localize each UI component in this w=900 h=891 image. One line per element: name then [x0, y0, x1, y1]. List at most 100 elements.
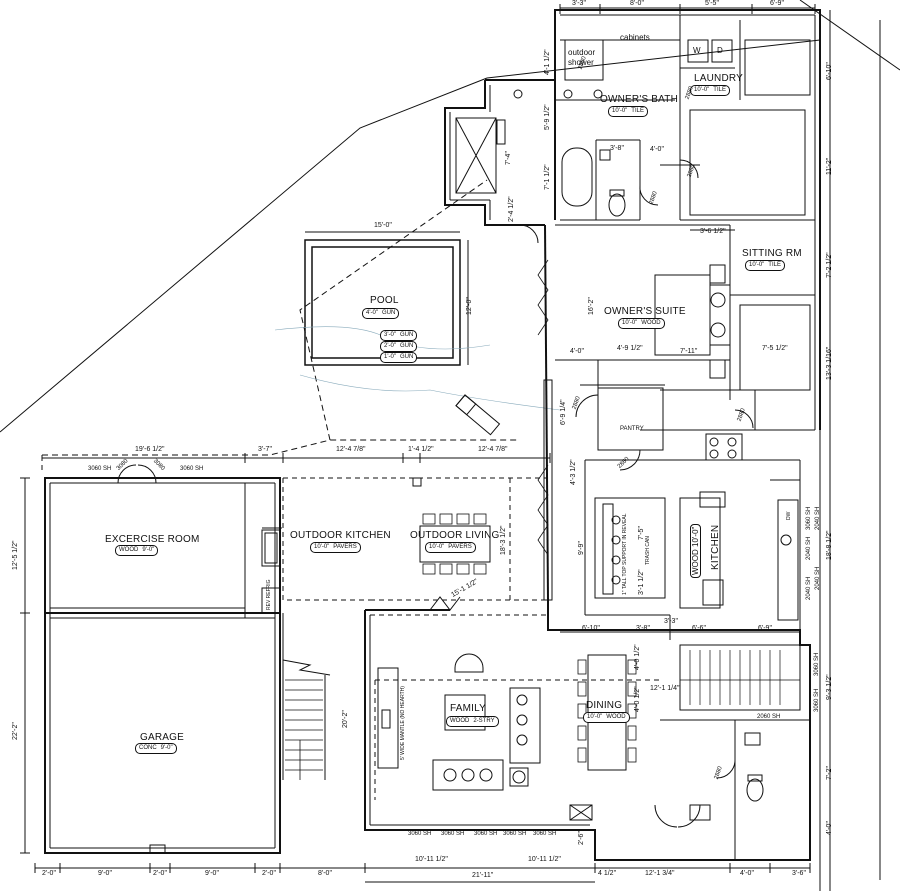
property-line [0, 39, 821, 433]
dim-kitchen-10: 6'-9" [758, 625, 772, 632]
exercise-room-label: EXCERCISE ROOM [105, 534, 200, 545]
dim-right-5: 18'-8 1/2" [826, 530, 833, 560]
dim-bottom-7: 10'-11 1/2" [415, 856, 448, 863]
washer-label: W [693, 46, 701, 55]
dim-mid-4: 1'-4 1/2" [408, 446, 434, 453]
dim-mid-1: 19'-6 1/2" [135, 446, 165, 453]
tag-finish: CONC [139, 745, 157, 751]
mantle-label: 5' WIDE MANTLE (NO HEARTH) [400, 686, 406, 760]
tag-finish: GUN [381, 310, 396, 316]
dining-tag: 10'-0" WOOD [583, 712, 630, 723]
depth-value: 2'-0" [384, 343, 396, 349]
dim-pool-width: 15'-0" [374, 222, 392, 229]
dim-suite-5: 7'-5 1/2" [762, 345, 788, 352]
dim-kitchen-5: 3'-1 1/2" [638, 569, 645, 595]
dw-label: DW [786, 511, 792, 520]
dim-bottom-2: 9'-0" [98, 870, 112, 877]
window-right-7: 3060 SH [814, 688, 820, 712]
window-right-3: 2040 SH [815, 506, 821, 530]
dim-left-1: 12'-5 1/2" [12, 540, 19, 570]
dim-suite-1: 16'-2" [588, 297, 595, 315]
pantry-label: PANTRY [620, 426, 644, 432]
dim-bottom-5: 2'-0" [262, 870, 276, 877]
dim-suite-2: 4'-0" [570, 348, 584, 355]
toilet [608, 193, 626, 217]
dim-right-1: 6'-10" [826, 62, 833, 80]
tag-finish: WOOD [119, 547, 139, 553]
dim-right-4: 13'-3 1/16" [826, 346, 833, 380]
tag-ceiling: 2-STRY [473, 718, 495, 724]
pantry [597, 387, 664, 451]
tag-ceiling: 9'-0" [160, 745, 173, 751]
dim-left-2: 22'-2" [12, 722, 19, 740]
window-family-1: 3060 SH [408, 831, 432, 837]
tag-ceiling: 10'-0" [749, 262, 765, 268]
tag-ceiling: 10'-0" [612, 108, 628, 114]
tag-ceiling: 10'-0" [694, 87, 710, 93]
depth-value: 3'-0" [384, 332, 396, 338]
depth-finish: GUN [399, 354, 414, 360]
tag-finish: TILE [631, 108, 644, 114]
window-right-6: 3060 SH [814, 652, 820, 676]
tall-top-label: 1" TALL TOP SUPPORT IN REVEAL [622, 513, 628, 595]
kitchen-label: KITCHEN [710, 524, 721, 570]
dim-kitchen-3: 9'-9" [578, 541, 585, 555]
outdoor-shower-label: outdoor shower [568, 48, 596, 67]
window-right-4: 2040 SH [815, 566, 821, 590]
dim-kitchen-6: 6'-10" [582, 625, 600, 632]
dim-family-5: 4'-0 1/2" [634, 686, 641, 712]
dim-right-7: 7'-2" [826, 766, 833, 780]
entry-closet [569, 804, 593, 821]
dryer-label: D [717, 46, 723, 55]
window-stair: 2060 SH [757, 714, 781, 720]
tag-finish: WOOD [641, 320, 661, 326]
garage-stair [285, 679, 323, 780]
tag-finish: WOOD [450, 718, 470, 724]
powder-toilet [746, 778, 764, 802]
dim-right-8: 4'-0" [826, 821, 833, 835]
window-right-2: 2040 SH [806, 536, 812, 560]
dim-bottom-9: 10'-11 1/2" [528, 856, 561, 863]
dim-family-1: 20'-2" [342, 710, 349, 728]
depth-value: 1'-0" [384, 354, 396, 360]
dim-bottom-1: 2'-0" [42, 870, 56, 877]
tag-ceiling: 10'-0" [314, 544, 330, 550]
tag-finish: WOOD [606, 714, 626, 720]
dim-top-1: 3'-3" [572, 0, 586, 7]
washer [687, 39, 709, 63]
dim-mid-3: 12'-4 7/8" [336, 446, 366, 453]
property-line-right [799, 0, 900, 71]
tag-finish: PAVERS [448, 544, 472, 550]
pool-label: POOL [370, 295, 399, 306]
laundry-label: LAUNDRY [694, 73, 744, 84]
main-stair [679, 644, 801, 711]
trash-can-label: TRASH CAN [645, 536, 651, 565]
dim-bottom-12: 4'-0" [740, 870, 754, 877]
dim-kitchen-7: 3'-8" [636, 625, 650, 632]
tag-finish: TILE [768, 262, 781, 268]
dim-mid-5: 12'-4 7/8" [478, 446, 508, 453]
pool-tag: 4'-0" GUN [362, 308, 400, 319]
dim-bath-7: 4'-0" [650, 146, 664, 153]
outdoor-table [419, 525, 491, 563]
depth-finish: GUN [399, 332, 414, 338]
pool-depth-2: 2'-0" GUN [380, 341, 418, 352]
dim-kitchen-1: 4'-3 1/2" [570, 459, 577, 485]
outdoor-grill [261, 529, 281, 567]
dim-bottom-13: 3'-6" [792, 870, 806, 877]
tag-depth: 4'-0" [366, 310, 378, 316]
dim-top-3: 5'-5" [705, 0, 719, 7]
owners-suite-tag: 10'-0" WOOD [618, 318, 665, 329]
dim-bottom-3: 2'-0" [153, 870, 167, 877]
dim-kitchen-4: 7'-5" [638, 526, 645, 540]
dim-right-3: 7'-2 1/2" [826, 252, 833, 278]
window-right-1: 3060 SH [806, 506, 812, 530]
pool-depth-1: 3'-0" GUN [380, 330, 418, 341]
tag-ceiling: 10'-0" [429, 544, 445, 550]
outdoor-kitchen-label: OUTDOOR KITCHEN [290, 530, 391, 541]
dim-kitchen-8: 3'-3" [664, 618, 678, 625]
rev-refrig-box [261, 587, 281, 614]
window-family-3: 3060 SH [474, 831, 498, 837]
dim-bath-3: 7'-4" [505, 151, 512, 165]
